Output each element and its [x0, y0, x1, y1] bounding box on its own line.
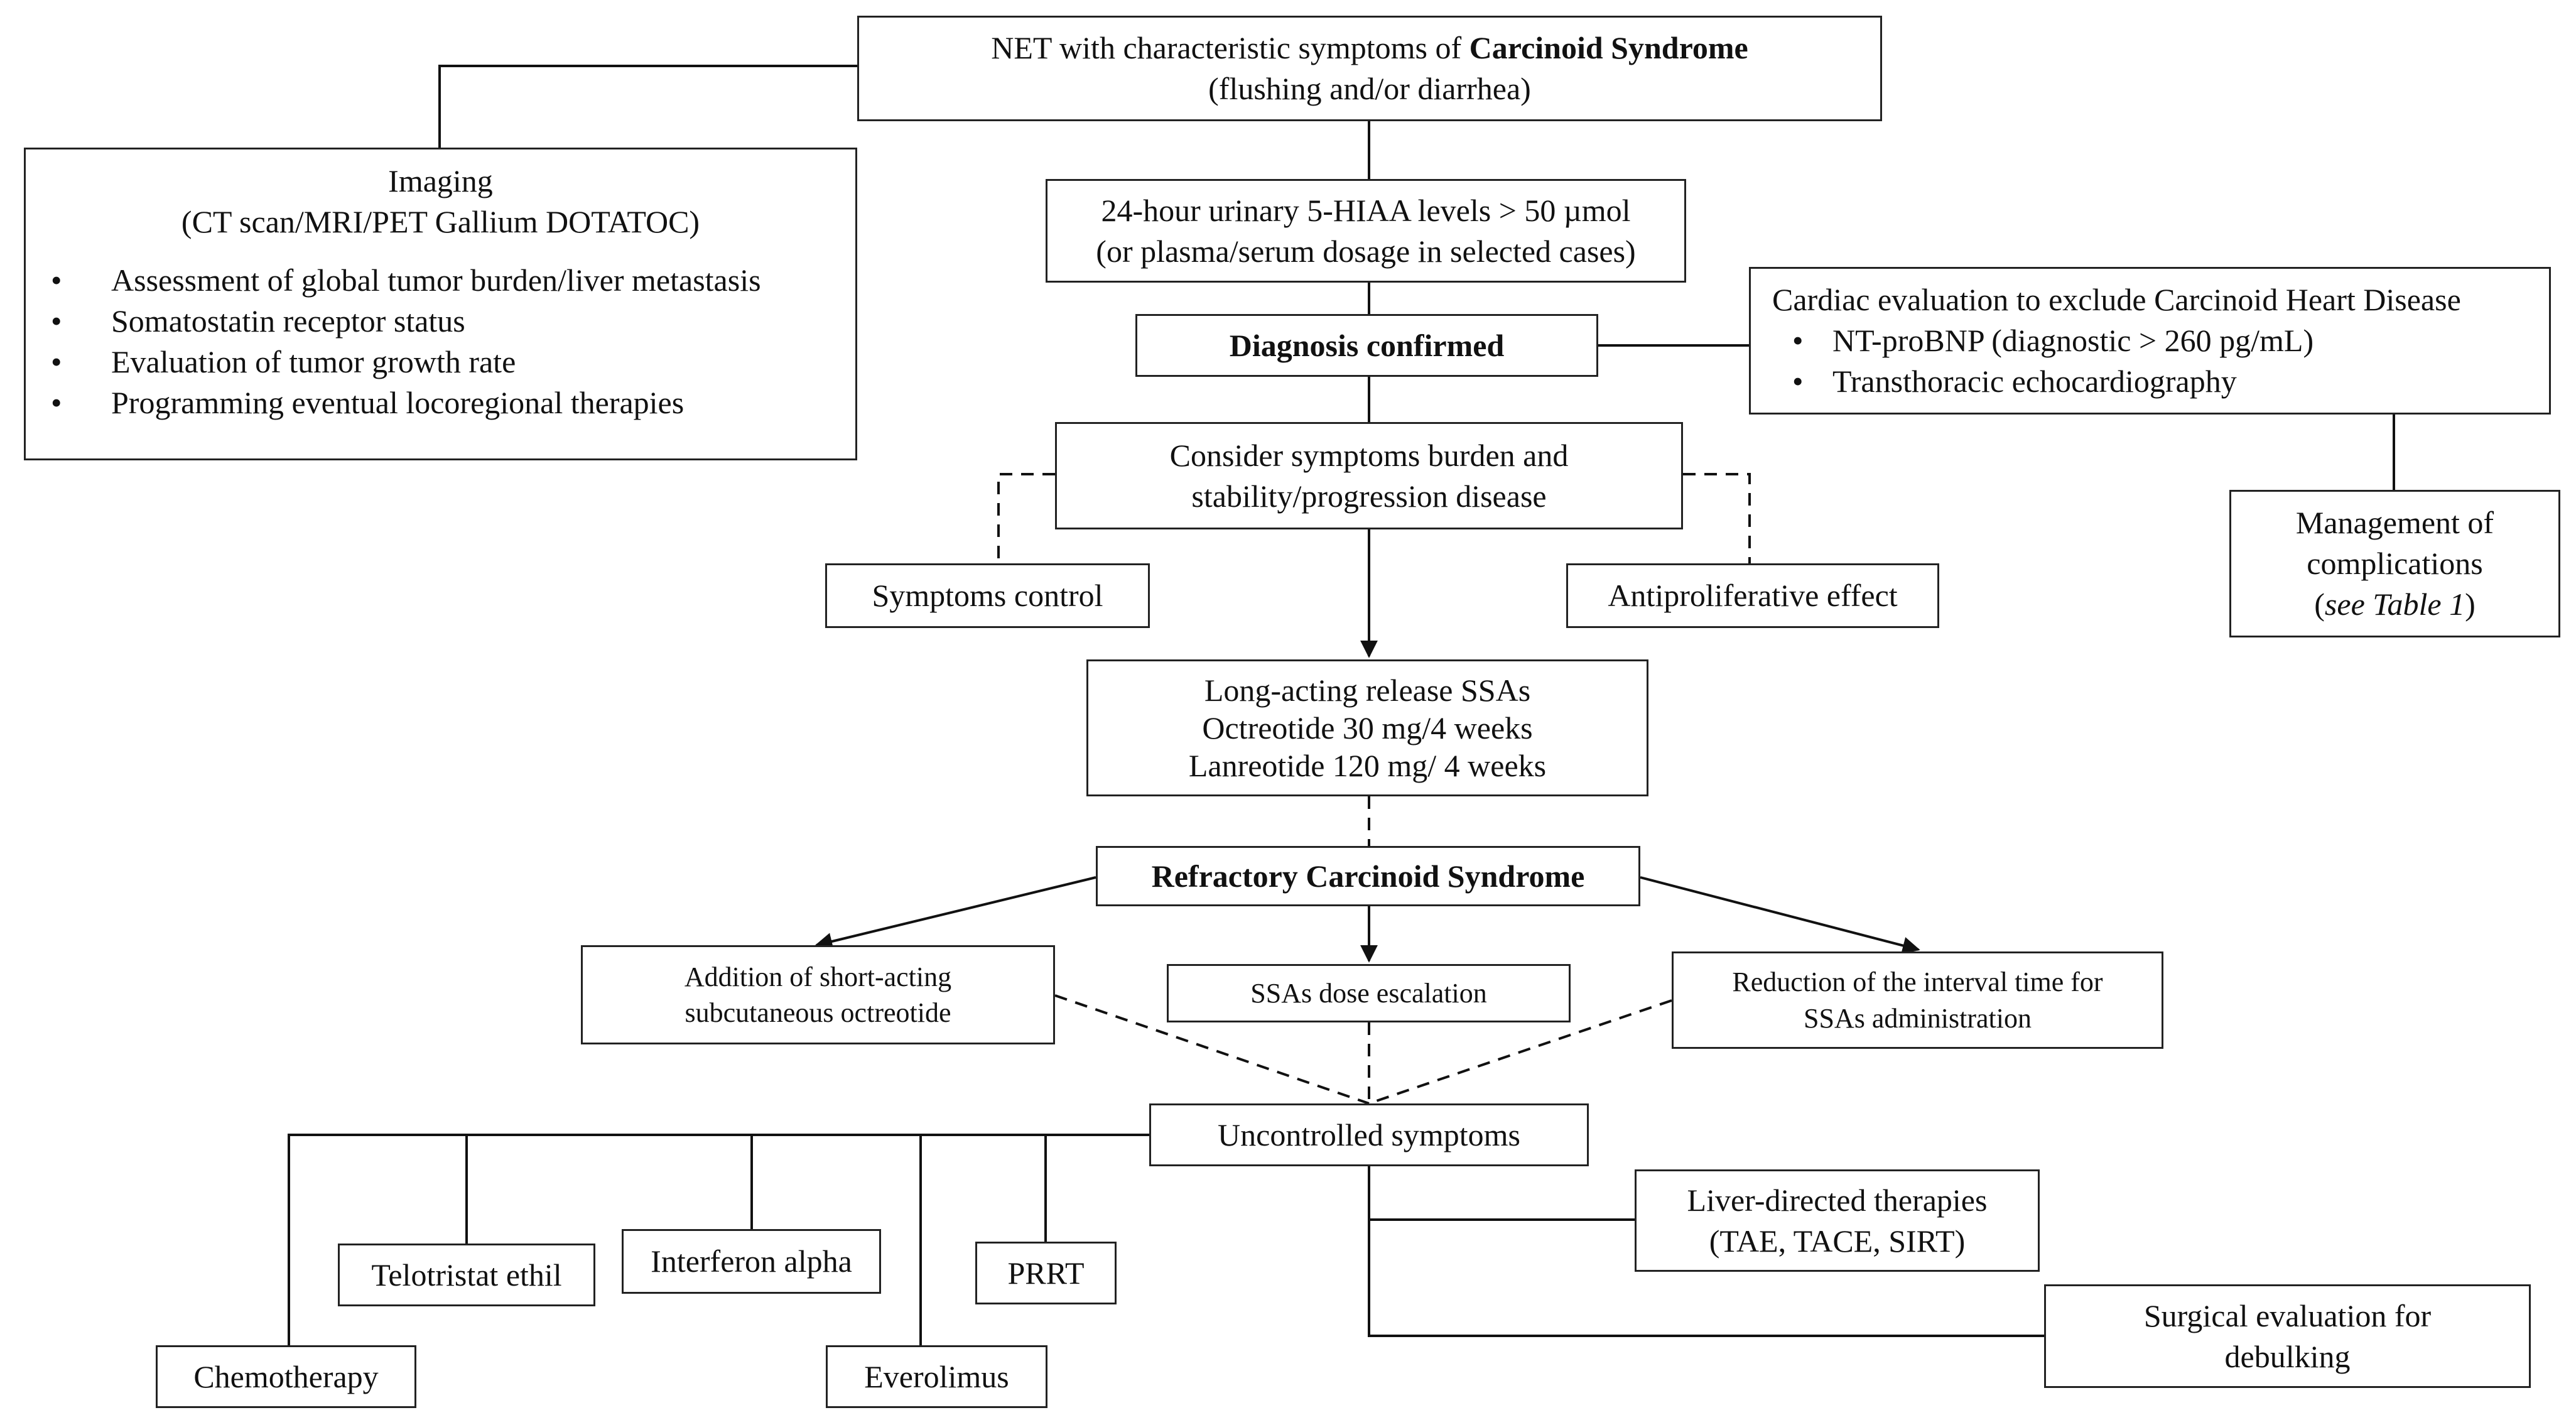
diagnosis-label: Diagnosis confirmed: [1229, 327, 1505, 363]
connector-uncontrolled-right: [1368, 1166, 2044, 1337]
everolimus-box: Everolimus: [826, 1345, 1047, 1408]
imaging-list-item: •Assessment of global tumor burden/liver…: [51, 263, 761, 298]
ssa-box: Long-acting release SSAs Octreotide 30 m…: [1086, 659, 1648, 796]
prrt-box: PRRT: [975, 1242, 1117, 1304]
dashed-consider-antiproliferative: [1683, 473, 1751, 563]
hiaa-line1: 24-hour urinary 5-HIAA levels > 50 µmol: [1101, 192, 1631, 228]
everolimus-label: Everolimus: [864, 1358, 1009, 1394]
ssa-line1: Long-acting release SSAs: [1204, 673, 1531, 708]
diagnosis-box: Diagnosis confirmed: [1135, 314, 1598, 377]
telotristat-box: Telotristat ethil: [338, 1244, 595, 1306]
dashed-interval-uncontrolled: [1368, 999, 1672, 1105]
imaging-list-item: •Evaluation of tumor growth rate: [51, 344, 516, 379]
management-box: Management of complications (see Table 1…: [2229, 490, 2560, 637]
imaging-list: •Assessment of global tumor burden/liver…: [51, 260, 761, 423]
short-acting-box: Addition of short-acting subcutaneous oc…: [581, 945, 1055, 1044]
connector-uncontrolled-left: [288, 1134, 1149, 1345]
dose-escalation-box: SSAs dose escalation: [1167, 964, 1571, 1022]
imaging-box: Imaging (CT scan/MRI/PET Gallium DOTATOC…: [24, 148, 857, 460]
cardiac-list: •NT-proBNP (diagnostic > 260 pg/mL) •Tra…: [1792, 320, 2314, 402]
cardiac-box: Cardiac evaluation to exclude Carcinoid …: [1749, 267, 2551, 415]
dose-escalation-label: SSAs dose escalation: [1250, 977, 1487, 1009]
short-acting-line2: subcutaneous octreotide: [685, 997, 951, 1028]
dashed-consider-symptoms: [997, 473, 1055, 563]
short-acting-line1: Addition of short-acting: [684, 961, 952, 992]
ssa-line2: Octreotide 30 mg/4 weeks: [1202, 710, 1533, 745]
net-box-text: NET with characteristic symptoms of: [991, 30, 1469, 65]
surgical-box: Surgical evaluation for debulking: [2044, 1284, 2531, 1388]
arrow-refractory-short-acting: [814, 876, 1096, 950]
interval-line2: SSAs administration: [1803, 1002, 2032, 1034]
cardiac-title: Cardiac evaluation to exclude Carcinoid …: [1772, 282, 2461, 317]
symptoms-control-label: Symptoms control: [872, 578, 1103, 613]
surgical-line2: debulking: [2224, 1338, 2351, 1374]
hiaa-box: 24-hour urinary 5-HIAA levels > 50 µmol …: [1046, 179, 1686, 283]
refractory-label: Refractory Carcinoid Syndrome: [1151, 858, 1585, 894]
net-box-highlight: Carcinoid Syndrome: [1469, 30, 1748, 65]
management-line1: Management of: [2295, 505, 2494, 540]
consider-box: Consider symptoms burden and stability/p…: [1055, 422, 1683, 529]
interval-line1: Reduction of the interval time for: [1732, 967, 2103, 998]
arrow-refractory-interval: [1640, 876, 1920, 955]
antiproliferative-box: Antiproliferative effect: [1566, 563, 1939, 628]
prrt-label: PRRT: [1007, 1255, 1085, 1291]
symptoms-control-box: Symptoms control: [825, 563, 1150, 628]
liver-line1: Liver-directed therapies: [1687, 1182, 1988, 1218]
management-line2: complications: [2307, 546, 2483, 581]
telotristat-label: Telotristat ethil: [371, 1257, 562, 1293]
refractory-box: Refractory Carcinoid Syndrome: [1096, 846, 1640, 906]
surgical-line1: Surgical evaluation for: [2143, 1298, 2432, 1333]
management-line3: (see Table 1): [2314, 587, 2476, 622]
cardiac-list-item: •NT-proBNP (diagnostic > 260 pg/mL): [1792, 323, 2314, 358]
chemotherapy-box: Chemotherapy: [156, 1345, 416, 1408]
net-box: NET with characteristic symptoms of Carc…: [857, 16, 1882, 121]
liver-box: Liver-directed therapies (TAE, TACE, SIR…: [1635, 1169, 2040, 1272]
interval-box: Reduction of the interval time for SSAs …: [1672, 951, 2163, 1049]
imaging-list-item: •Programming eventual locoregional thera…: [51, 385, 685, 420]
cardiac-list-item: •Transthoracic echocardiography: [1792, 364, 2237, 399]
net-box-subtitle: (flushing and/or diarrhea): [1208, 71, 1531, 106]
interferon-box: Interferon alpha: [622, 1229, 881, 1294]
imaging-subtitle: (CT scan/MRI/PET Gallium DOTATOC): [181, 204, 700, 239]
chemotherapy-label: Chemotherapy: [193, 1358, 379, 1394]
ssa-line3: Lanreotide 120 mg/ 4 weeks: [1188, 748, 1547, 783]
liver-line2: (TAE, TACE, SIRT): [1709, 1223, 1966, 1259]
uncontrolled-box: Uncontrolled symptoms: [1149, 1103, 1589, 1166]
consider-line2: stability/progression disease: [1191, 478, 1547, 514]
imaging-list-item: •Somatostatin receptor status: [51, 303, 465, 339]
hiaa-line2: (or plasma/serum dosage in selected case…: [1096, 233, 1636, 269]
imaging-title: Imaging: [388, 163, 493, 198]
uncontrolled-label: Uncontrolled symptoms: [1218, 1117, 1520, 1152]
consider-line1: Consider symptoms burden and: [1169, 437, 1569, 473]
connector-net-imaging: [438, 65, 857, 148]
interferon-label: Interferon alpha: [651, 1244, 852, 1279]
antiproliferative-label: Antiproliferative effect: [1608, 578, 1898, 613]
